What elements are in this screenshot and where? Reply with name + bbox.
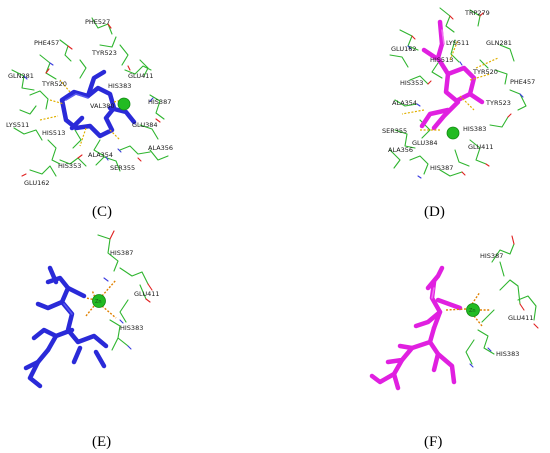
label-c-14: SER355 [110,164,135,172]
label-e-1: GLU411 [134,290,160,298]
panel-e-nitrogen-sticks [103,277,132,350]
panel-f-residue-labels: HIS387 GLU411 HIS383 [480,252,534,358]
panel-e-caption: (E) [92,434,111,450]
label-d-4: HIS513 [430,56,453,64]
panel-f-residue-sticks [465,243,537,365]
label-d-3: GLU162 [391,45,417,53]
panel-c-hbonds [39,79,123,147]
panel-f-caption: (F) [424,434,442,450]
label-d-9: ALA354 [392,99,417,107]
panel-d-oxygen-sticks [411,12,512,176]
panel-d-zinc-ion [446,126,460,140]
label-c-11: HIS513 [42,129,65,137]
label-f-2: HIS383 [496,350,519,358]
panel-c-oxygen-sticks [21,23,161,177]
label-c-16: GLU162 [24,179,50,187]
panel-c-residue-sticks [11,17,169,177]
label-c-6: HIS383 [108,82,131,90]
label-d-8: TYR523 [485,99,511,107]
label-d-5: TYR520 [472,68,498,76]
label-c-15: HIS353 [58,162,81,170]
panel-d-ligand [419,19,485,131]
panel-c-residue-labels: PHE527 PHE457 TYR523 GLN281 TYR520 GLU41… [6,18,173,187]
label-d-10: HIS383 [463,125,486,133]
label-c-13: ALA354 [88,151,113,159]
panel-e-ligand [23,265,109,389]
panel-c: PHE527 PHE457 TYR523 GLN281 TYR520 GLU41… [6,17,173,220]
label-d-11: SER355 [382,127,407,135]
panel-f-oxygen-sticks [511,235,539,329]
label-d-12: GLU384 [412,139,438,147]
panel-c-caption: (C) [92,204,112,220]
panel-e-residue-sticks [97,234,149,351]
label-c-2: TYR523 [91,49,117,57]
label-c-3: GLN281 [8,72,34,80]
label-c-5: GLU411 [128,72,154,80]
panel-e-oxygen-sticks [109,230,153,303]
panel-f-zinc-ion [466,303,480,317]
label-d-6: HIS353 [400,79,423,87]
label-c-8: VAL380 [90,102,115,110]
label-d-7: PHE457 [510,78,535,86]
panel-f: Zn HIS387 GLU411 HIS383 (F) [369,235,539,450]
label-d-1: LYS511 [446,39,469,47]
panel-e: Zn HIS387 GLU411 HIS383 (E) [23,230,160,450]
label-c-10: LYS511 [6,121,29,129]
label-c-4: TYR520 [41,80,67,88]
panel-e-zinc-label: Zn [95,299,102,305]
label-f-0: HIS387 [480,252,503,260]
label-d-14: ALA356 [388,146,413,154]
label-c-9: GLU384 [132,121,158,129]
label-c-0: PHE527 [85,18,110,26]
panel-e-zinc-ion [92,294,106,308]
label-d-2: GLN281 [486,39,512,47]
panel-d-caption: (D) [424,204,445,220]
panel-f-zinc-label: Zn [469,308,476,314]
label-c-7: HIS387 [148,98,171,106]
panel-d-nitrogen-sticks [407,45,524,179]
label-e-0: HIS387 [110,249,133,257]
panel-d: TRP279 LYS511 GLN281 GLU162 HIS513 TYR52… [382,7,535,220]
panel-c-zinc-ion [117,97,131,111]
panel-c-nitrogen-sticks [23,62,154,161]
panel-e-residue-labels: HIS387 GLU411 HIS383 [110,249,160,332]
label-c-1: PHE457 [34,39,59,47]
panel-f-nitrogen-sticks [469,347,492,368]
panel-c-ligand [59,69,137,139]
label-d-15: HIS387 [430,164,453,172]
panel-f-ligand [369,265,463,391]
label-d-13: GLU411 [468,143,494,151]
label-f-1: GLU411 [508,314,534,322]
panel-d-hbonds [401,39,499,131]
label-d-0: TRP279 [464,9,490,17]
label-e-2: HIS383 [120,324,143,332]
panel-f-coordination-bonds [445,291,490,327]
label-c-12: ALA356 [148,144,173,152]
panel-d-residue-labels: TRP279 LYS511 GLN281 GLU162 HIS513 TYR52… [382,9,535,172]
